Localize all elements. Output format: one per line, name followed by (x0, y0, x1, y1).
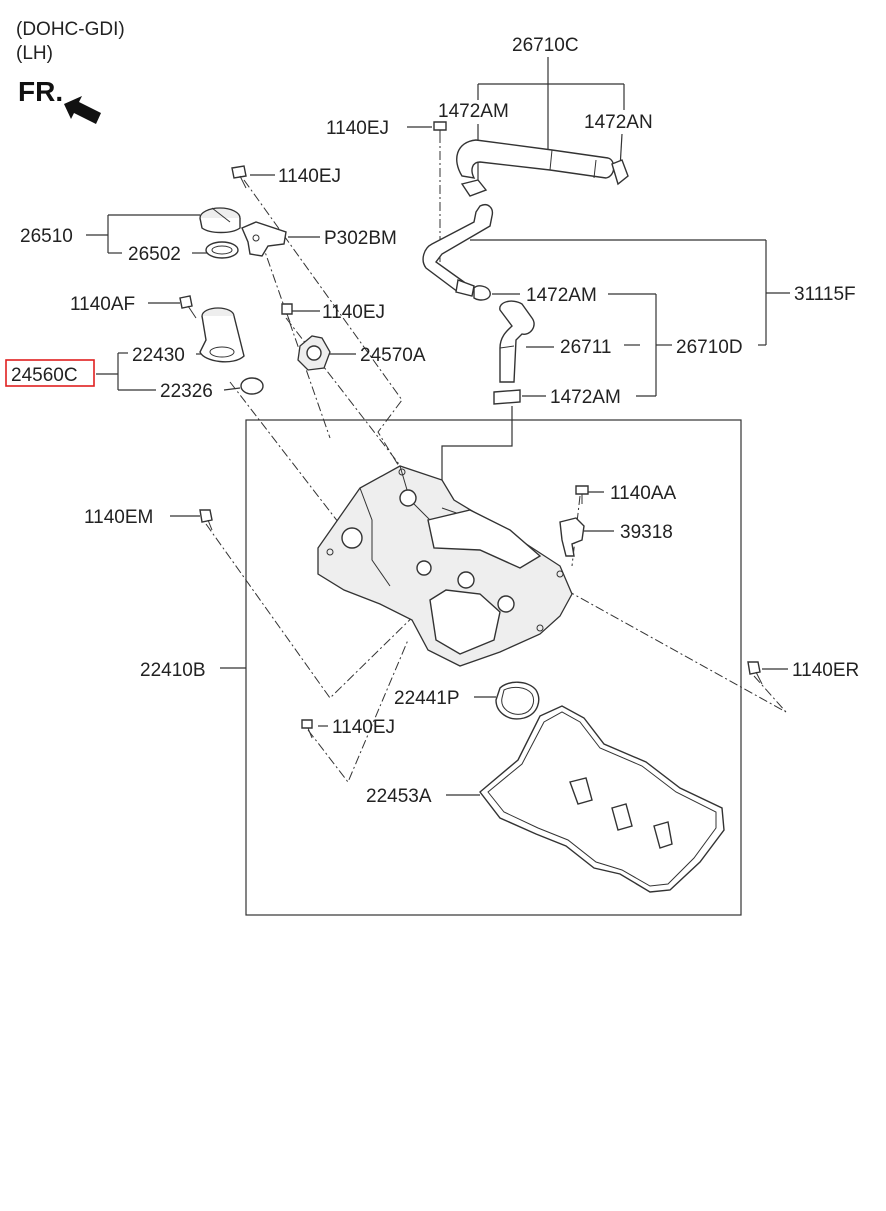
bracket-P302BM (241, 221, 287, 257)
label-26710D[interactable]: 26710D (676, 337, 743, 358)
gasket-22441P (495, 681, 540, 720)
hose-clamp-1472AN (611, 159, 629, 186)
hose-26711 (499, 300, 535, 383)
label-24570A[interactable]: 24570A (360, 345, 426, 366)
hose-clamp-1472AM-top (460, 179, 488, 197)
cover-24570A (297, 335, 331, 371)
label-1140AF[interactable]: 1140AF (70, 294, 135, 315)
label-P302BM[interactable]: P302BM (324, 228, 397, 249)
engine-type-label: (DOHC-GDI) (16, 19, 125, 40)
label-22430[interactable]: 22430 (132, 345, 185, 366)
label-1140EJ-mid[interactable]: 1140EJ (322, 302, 385, 323)
label-26711[interactable]: 26711 (560, 337, 611, 358)
label-39318[interactable]: 39318 (620, 522, 673, 543)
bolt-1140EJ-mid (281, 303, 293, 323)
front-arrow-icon (64, 96, 101, 124)
sensor-39318 (559, 517, 585, 557)
bolt-1140ER (747, 661, 763, 685)
label-26502[interactable]: 26502 (128, 244, 181, 265)
label-22453A[interactable]: 22453A (366, 786, 432, 807)
label-22410B[interactable]: 22410B (140, 660, 206, 681)
label-1472AM-low[interactable]: 1472AM (550, 387, 621, 408)
label-1140EJ-low[interactable]: 1140EJ (332, 717, 395, 738)
bolt-1140EJ-low (301, 719, 313, 739)
bolt-1140AA (575, 485, 589, 504)
side-label: (LH) (16, 43, 53, 64)
leader-lines (86, 57, 790, 796)
bolt-1140EM (199, 509, 213, 531)
label-1472AN[interactable]: 1472AN (584, 112, 653, 133)
label-26710C[interactable]: 26710C (512, 35, 579, 56)
o-ring-22326 (240, 377, 264, 395)
label-26510[interactable]: 26510 (20, 226, 73, 247)
pipe-26710D (422, 204, 494, 297)
front-direction-label: FR. (18, 76, 63, 107)
cap-gasket-26502 (205, 241, 239, 259)
label-22326[interactable]: 22326 (160, 381, 213, 402)
bolt-1140AF (179, 295, 197, 319)
label-1472AM-mid[interactable]: 1472AM (526, 285, 597, 306)
label-1140AA[interactable]: 1140AA (610, 483, 677, 504)
valve-cover-22410B (317, 465, 573, 667)
label-1140ER[interactable]: 1140ER (792, 660, 859, 681)
bolt-1140EJ-left (231, 165, 247, 189)
label-22441P[interactable]: 22441P (394, 688, 460, 709)
projection-lines (205, 134, 787, 783)
label-31115F[interactable]: 31115F (794, 284, 856, 305)
gasket-22453A (479, 705, 725, 893)
label-1472AM-top[interactable]: 1472AM (438, 101, 509, 122)
label-1140EJ-top[interactable]: 1140EJ (326, 118, 389, 139)
hose-clamp-1472AM-low (493, 389, 521, 405)
label-24560C[interactable]: 24560C (11, 365, 78, 386)
part-labels: 26710C 1472AM 1472AN 1140EJ 1140EJ 26510… (11, 35, 859, 807)
label-1140EM[interactable]: 1140EM (84, 507, 153, 528)
oil-filler-cap-26510 (199, 207, 241, 234)
label-1140EJ-left[interactable]: 1140EJ (278, 166, 341, 187)
bolt-1140EJ-top (433, 121, 447, 142)
highlight-box-24560C (5, 359, 95, 387)
breather-hose-26710C (456, 139, 615, 179)
oil-filler-neck-22430 (199, 307, 245, 363)
hose-clamp-1472AM-mid (473, 285, 491, 301)
